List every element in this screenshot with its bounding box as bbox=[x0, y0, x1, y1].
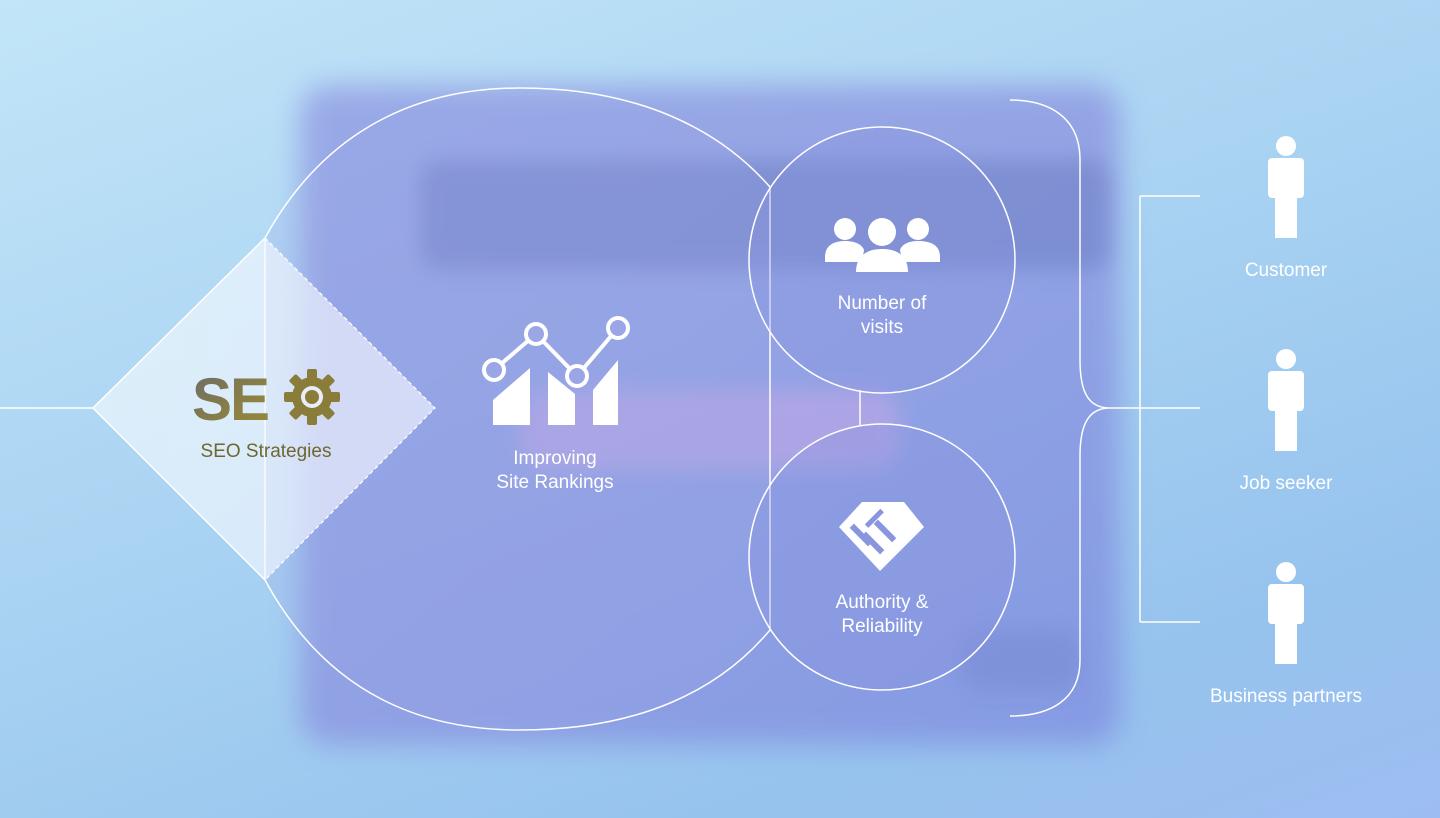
handshake-icon bbox=[839, 502, 924, 571]
audience-label-business-partners: Business partners bbox=[1209, 686, 1363, 707]
visits-label-line-1: Number of bbox=[837, 293, 927, 314]
authority-label-line-2: Reliability bbox=[841, 616, 923, 637]
person-icon bbox=[1268, 136, 1304, 238]
improving-rankings-label: Improving Site Rankings bbox=[455, 447, 655, 495]
seo-diamond-outline bbox=[91, 237, 266, 581]
trend-chart-icon bbox=[482, 316, 630, 425]
authority-label-line-1: Authority & bbox=[835, 592, 929, 613]
seo-diamond-dashed-edge bbox=[264, 237, 436, 581]
gear-icon bbox=[284, 369, 340, 425]
audience-label-customer: Customer bbox=[1244, 260, 1328, 281]
group-icon bbox=[825, 218, 940, 272]
visits-label: Number of visits bbox=[782, 292, 982, 340]
seo-logo-text: SE bbox=[192, 366, 268, 433]
seo-logo: SE bbox=[192, 366, 340, 433]
seo-strategies-label: SEO Strategies bbox=[200, 441, 332, 462]
person-icon bbox=[1268, 349, 1304, 451]
improving-rankings-line-1: Improving bbox=[513, 448, 597, 469]
authority-label: Authority & Reliability bbox=[782, 591, 982, 639]
person-icon bbox=[1268, 562, 1304, 664]
visits-label-line-2: visits bbox=[860, 317, 904, 338]
audience-label-job-seeker: Job seeker bbox=[1239, 473, 1333, 494]
improving-rankings-line-2: Site Rankings bbox=[496, 472, 614, 493]
audience-bracket bbox=[1110, 195, 1200, 623]
